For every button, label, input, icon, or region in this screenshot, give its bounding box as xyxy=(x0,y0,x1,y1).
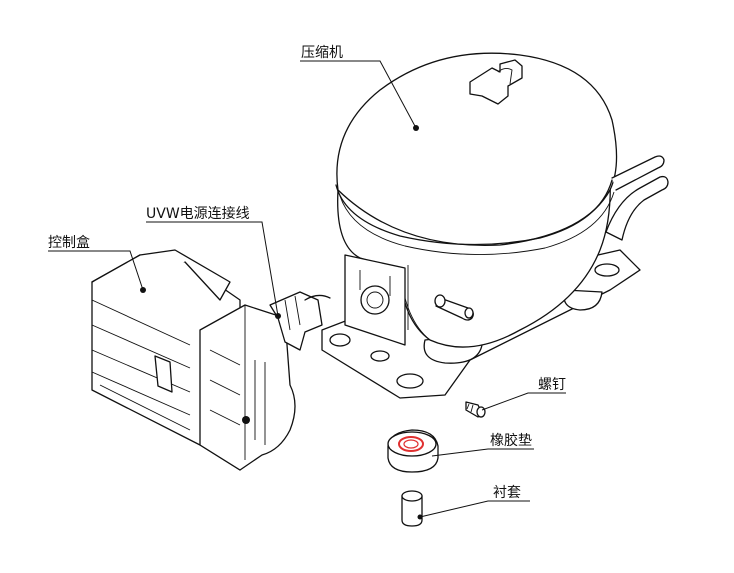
compressor-dome xyxy=(336,52,618,247)
screw-leader xyxy=(481,392,566,411)
base-mount-hole-3 xyxy=(594,263,620,277)
compressor-top-bracket xyxy=(469,59,523,105)
labels: 压缩机 UVW电源连接线 控制盒 螺钉 橡胶垫 衬套 xyxy=(48,45,566,501)
compressor-tube-upper xyxy=(611,155,665,191)
leader-lines xyxy=(48,60,566,518)
compressor-seam xyxy=(335,179,613,246)
compressor-terminal xyxy=(360,285,390,315)
rubber-pad-ring xyxy=(398,436,424,452)
base-mount-hole-2 xyxy=(329,333,351,347)
compressor-tube-lower xyxy=(605,175,669,241)
uvw-leader xyxy=(146,221,279,317)
uvw-cable-connector xyxy=(269,291,331,351)
compressor-leader xyxy=(300,60,417,129)
base-mount-hole-1 xyxy=(396,373,424,389)
sleeve-leader xyxy=(419,500,530,518)
label-rubber-pad: 橡胶垫 xyxy=(490,432,532,449)
label-screw: 螺钉 xyxy=(538,377,566,393)
control-box-top xyxy=(91,249,231,301)
rubber-pad-part xyxy=(387,429,439,473)
control-box-clip xyxy=(154,355,173,393)
label-sleeve: 衬套 xyxy=(493,485,521,501)
rubber-pad-leader xyxy=(431,448,534,457)
control-box-screw-hole xyxy=(242,416,250,424)
control-box xyxy=(91,249,296,471)
base-mount-hole-4 xyxy=(370,350,390,362)
control-box-terminal-housing xyxy=(199,304,296,471)
sleeve-body xyxy=(401,495,423,527)
sleeve-part xyxy=(401,490,423,527)
label-compressor: 压缩机 xyxy=(301,45,343,61)
control-box-leader xyxy=(48,250,144,291)
label-uvw-cable: UVW电源连接线 xyxy=(146,205,250,222)
compressor xyxy=(321,52,669,399)
uvw-connector-body xyxy=(269,291,323,351)
label-control-box: 控制盒 xyxy=(48,234,90,251)
